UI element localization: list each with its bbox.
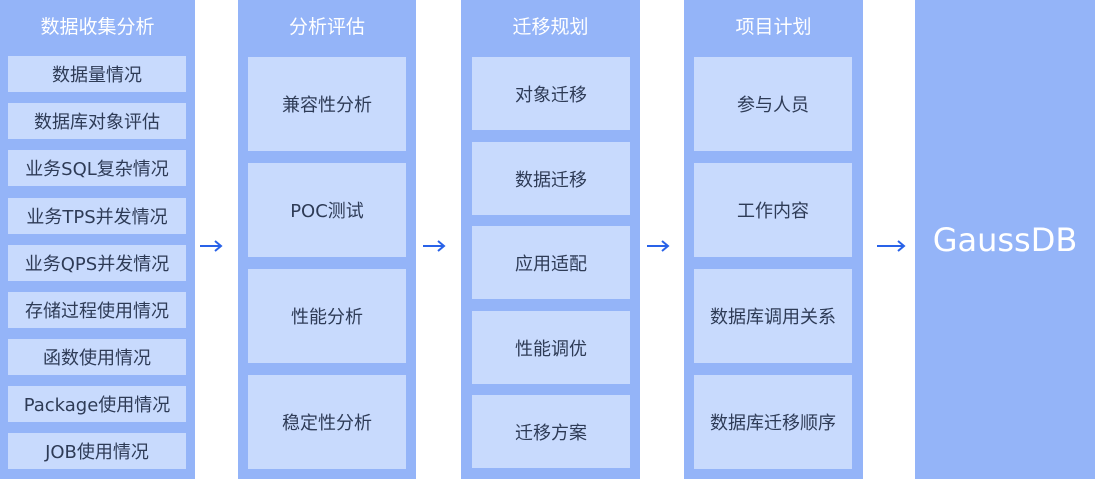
- item-jobs: JOB使用情况: [8, 433, 186, 469]
- item-db-migration-order: 数据库迁移顺序: [694, 375, 852, 469]
- item-qps-concurrency: 业务QPS并发情况: [8, 245, 186, 281]
- item-functions: 函数使用情况: [8, 339, 186, 375]
- flow-arrow-3: [647, 239, 673, 253]
- item-compatibility-analysis: 兼容性分析: [248, 57, 406, 151]
- stage-title: 数据收集分析: [40, 16, 155, 38]
- flow-arrow-4: [877, 239, 909, 253]
- item-db-call-relations: 数据库调用关系: [694, 269, 852, 363]
- item-participants: 参与人员: [694, 57, 852, 151]
- stage-analysis-evaluation: 分析评估 兼容性分析 POC测试 性能分析 稳定性分析: [238, 0, 416, 479]
- item-app-adaptation: 应用适配: [472, 226, 630, 299]
- item-sql-complexity: 业务SQL复杂情况: [8, 150, 186, 186]
- item-work-content: 工作内容: [694, 163, 852, 257]
- stage-data-collection: 数据收集分析 数据量情况 数据库对象评估 业务SQL复杂情况 业务TPS并发情况…: [0, 0, 195, 479]
- item-tps-concurrency: 业务TPS并发情况: [8, 198, 186, 234]
- stage-project-plan: 项目计划 参与人员 工作内容 数据库调用关系 数据库迁移顺序: [684, 0, 863, 479]
- flow-arrow-2: [423, 239, 449, 253]
- stage-title: 项目计划: [735, 16, 812, 38]
- item-data-migration: 数据迁移: [472, 142, 630, 215]
- stage-title: 分析评估: [288, 16, 365, 38]
- item-db-object-eval: 数据库对象评估: [8, 103, 186, 139]
- stage-title: 迁移规划: [512, 16, 589, 38]
- item-object-migration: 对象迁移: [472, 57, 630, 130]
- item-stability-analysis: 稳定性分析: [248, 375, 406, 469]
- stage-migration-planning: 迁移规划 对象迁移 数据迁移 应用适配 性能调优 迁移方案: [461, 0, 640, 479]
- item-migration-plan: 迁移方案: [472, 395, 630, 468]
- target-gaussdb: GaussDB: [915, 0, 1095, 479]
- item-performance-analysis: 性能分析: [248, 269, 406, 363]
- flow-arrow-1: [200, 239, 226, 253]
- item-poc-test: POC测试: [248, 163, 406, 257]
- item-performance-tuning: 性能调优: [472, 311, 630, 384]
- item-stored-procedures: 存储过程使用情况: [8, 292, 186, 328]
- item-packages: Package使用情况: [8, 386, 186, 422]
- target-label: GaussDB: [932, 221, 1078, 259]
- item-data-volume: 数据量情况: [8, 56, 186, 92]
